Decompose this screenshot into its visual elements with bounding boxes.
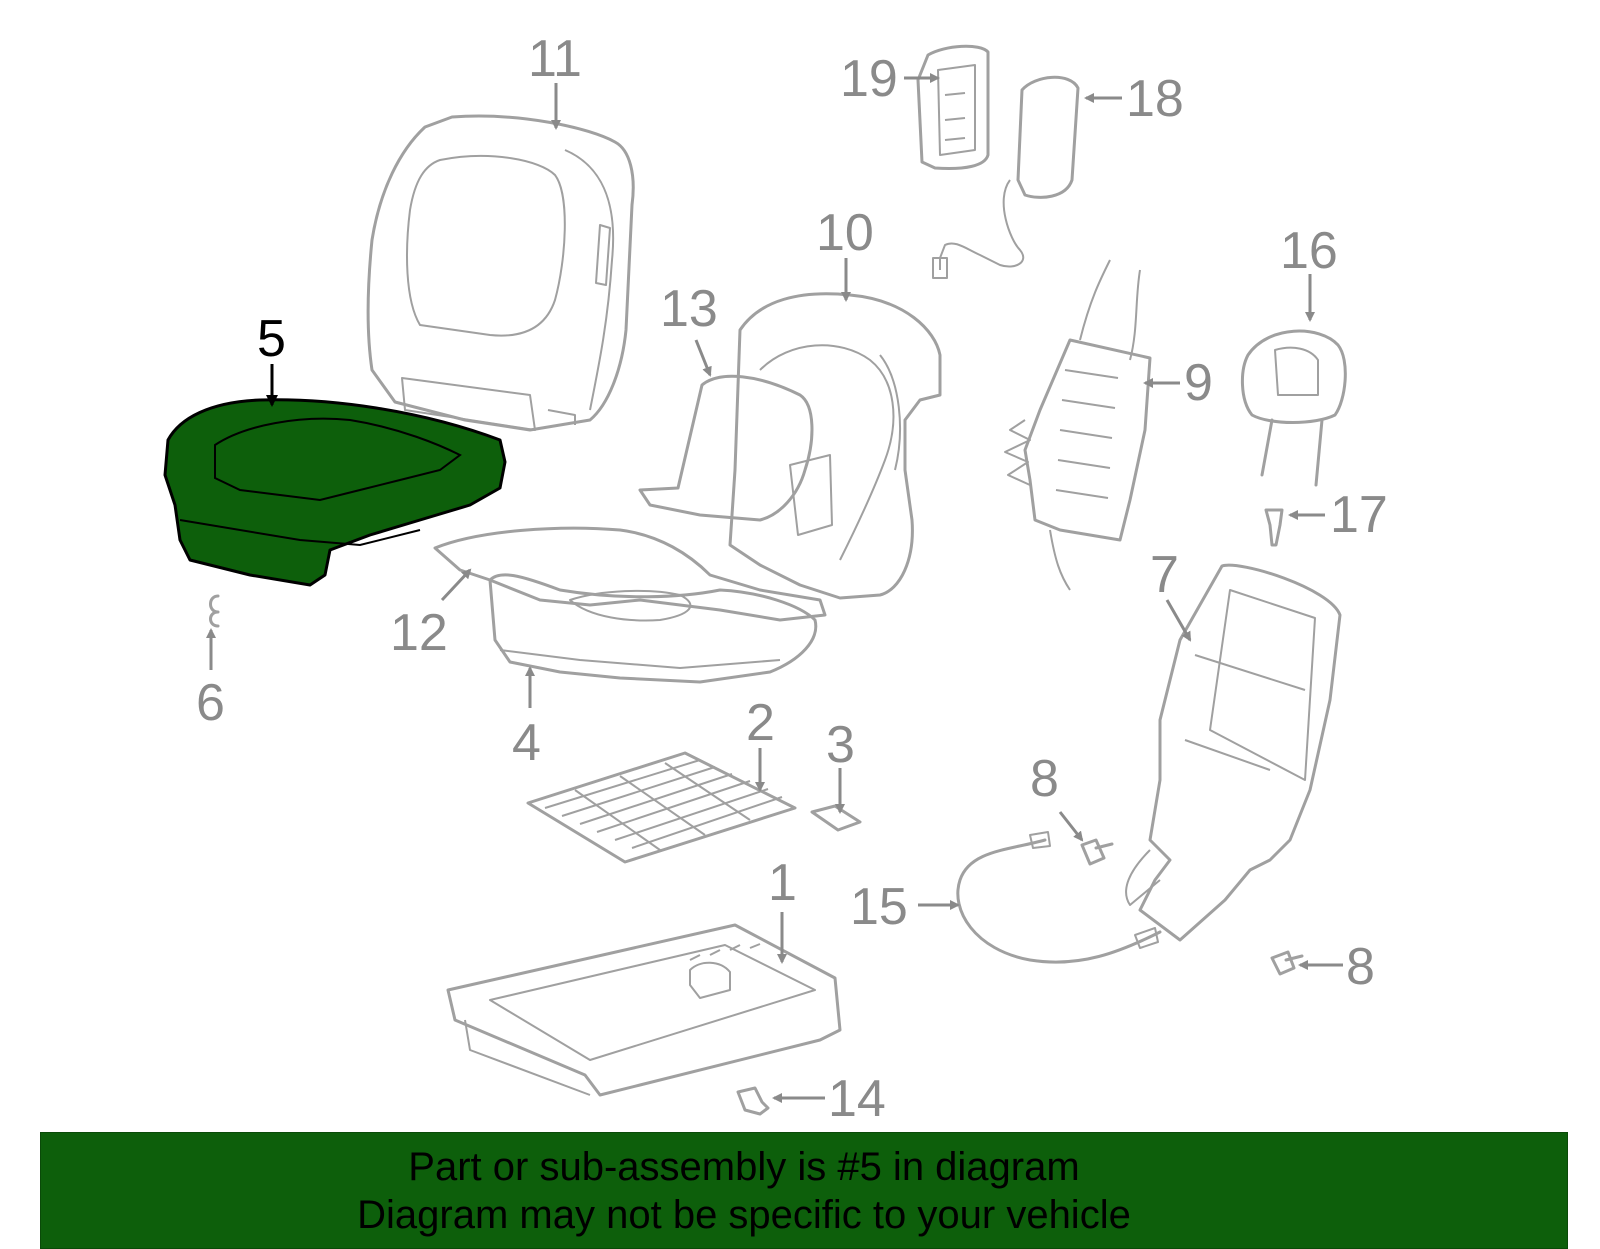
callout-7: 7	[1150, 546, 1179, 604]
callout-5: 5	[257, 310, 286, 368]
part-1-seat-adjuster	[446, 923, 842, 1097]
info-banner: Part or sub-assembly is #5 in diagram Di…	[40, 1132, 1568, 1249]
callout-4: 4	[512, 714, 541, 772]
part-17-guide	[1264, 508, 1284, 547]
callout-labels: 11 19 18 10 13 9 16 5 17 12 6 4 7 2 3 8 …	[196, 30, 1388, 1128]
callout-2: 2	[746, 694, 775, 752]
callout-16: 16	[1280, 222, 1338, 280]
callout-8-lower: 8	[1346, 938, 1375, 996]
part-5-seat-cushion-cover	[163, 398, 507, 587]
part-14-stud	[736, 1086, 770, 1116]
callout-15: 15	[850, 878, 908, 936]
part-3-bracket	[810, 804, 862, 832]
part-7-seat-back-frame	[1125, 563, 1342, 942]
callout-1: 1	[768, 854, 797, 912]
callout-3: 3	[826, 716, 855, 774]
part-2-spring-mat	[526, 751, 797, 864]
callout-19: 19	[840, 50, 898, 108]
callout-9: 9	[1184, 354, 1213, 412]
callout-18: 18	[1126, 70, 1184, 128]
part-8-bolt-upper	[1080, 838, 1114, 866]
callout-10: 10	[816, 204, 874, 262]
part-18-side-airbag	[932, 75, 1080, 279]
part-15-release-cable	[956, 831, 1162, 964]
callout-13: 13	[660, 280, 718, 338]
callout-17: 17	[1330, 486, 1388, 544]
part-6-clip	[209, 594, 220, 628]
part-19-side-panel	[916, 44, 990, 170]
callout-leaders	[206, 73, 1343, 1103]
callout-6: 6	[196, 674, 225, 732]
callout-8-upper: 8	[1030, 750, 1059, 808]
part-10-seat-back-pad	[728, 292, 942, 600]
banner-part-note: Part or sub-assembly is #5 in diagram	[408, 1144, 1080, 1189]
part-12-heater	[433, 526, 827, 622]
part-11-seat-back-cover	[366, 114, 635, 432]
part-8-bolt-lower	[1270, 950, 1304, 976]
part-13-lumbar-pad	[638, 374, 814, 522]
callout-12: 12	[390, 604, 448, 662]
callout-14: 14	[828, 1070, 886, 1128]
part-4-seat-cushion-pad	[488, 573, 818, 684]
part-9-lumbar-support	[1004, 259, 1152, 591]
part-16-head-restraint	[1240, 329, 1347, 487]
banner-disclaimer: Diagram may not be specific to your vehi…	[357, 1192, 1131, 1237]
callout-11: 11	[528, 30, 582, 88]
